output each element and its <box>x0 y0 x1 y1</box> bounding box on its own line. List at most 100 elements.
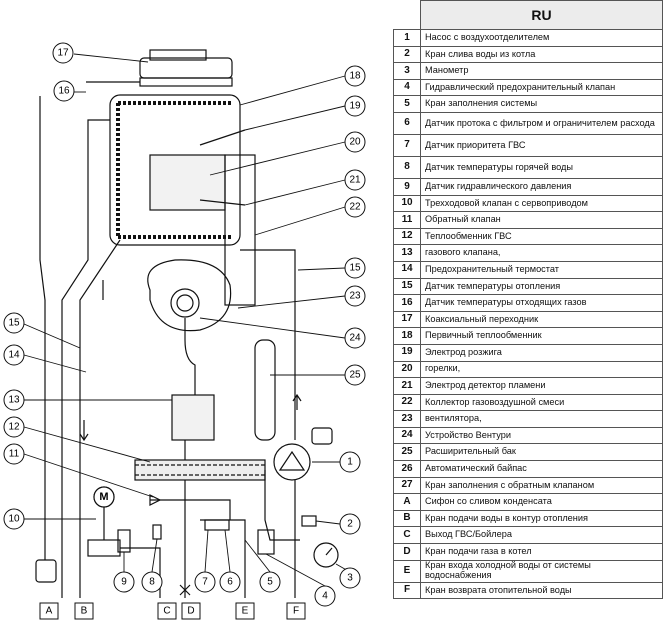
legend-header-blank <box>393 0 421 30</box>
svg-text:16: 16 <box>58 86 70 97</box>
legend-row-id: 19 <box>393 343 421 362</box>
svg-text:23: 23 <box>349 291 361 302</box>
legend-row-text: Автоматический байпас <box>420 460 663 478</box>
connection-a: A <box>39 602 59 620</box>
callout-14: 14 <box>3 344 25 366</box>
connection-f: F <box>286 602 306 620</box>
callout-markers: 17 16 18 19 20 21 22 15 23 2 4 15 14 25 1… <box>3 42 366 607</box>
legend-row-id: D <box>393 543 421 561</box>
svg-text:8: 8 <box>149 577 155 588</box>
svg-text:5: 5 <box>267 577 273 588</box>
callout-22: 22 <box>344 196 366 218</box>
legend-row-text: Датчик гидравлического давления <box>420 177 663 196</box>
svg-text:21: 21 <box>349 175 361 186</box>
leader-lines <box>23 53 351 587</box>
legend-row-id: 8 <box>393 155 421 179</box>
legend-row-text: Манометр <box>420 62 663 80</box>
legend-row-id: 11 <box>393 211 421 229</box>
legend-row-text: газового клапана, <box>420 244 663 262</box>
svg-text:B: B <box>81 606 88 617</box>
svg-text:20: 20 <box>349 137 361 148</box>
legend-row-text: Электрод розжига <box>420 343 663 362</box>
pump <box>273 443 311 481</box>
flow-sensor <box>204 519 230 531</box>
callout-11: 11 <box>3 443 25 465</box>
legend-row-text: Кран подачи воды в контур отопления <box>420 509 663 528</box>
callout-23: 23 <box>344 285 366 307</box>
legend-row-text: Теплообменник ГВС <box>420 227 663 246</box>
svg-text:2: 2 <box>347 519 353 530</box>
legend-row-id: B <box>393 509 421 528</box>
callout-7: 7 <box>194 571 216 593</box>
legend-row-id: E <box>393 559 421 583</box>
svg-text:14: 14 <box>8 350 20 361</box>
callout-3: 3 <box>339 567 361 589</box>
legend-row-text: Датчик температуры горячей воды <box>420 155 663 179</box>
legend-row-id: 14 <box>393 260 421 279</box>
legend-row-text: Предохранительный термостат <box>420 260 663 279</box>
callout-19: 19 <box>344 95 366 117</box>
callout-8: 8 <box>141 571 163 593</box>
svg-text:15: 15 <box>8 318 20 329</box>
condensate-siphon <box>35 559 57 583</box>
legend-row-id: 23 <box>393 410 421 428</box>
connection-labels: A B C D E F <box>39 602 306 620</box>
callout-18: 18 <box>344 65 366 87</box>
legend-row-text: Датчик температуры отопления <box>420 277 663 296</box>
legend-row-text: Насос с воздухоотделителем <box>420 29 663 47</box>
svg-text:15: 15 <box>349 263 361 274</box>
svg-text:7: 7 <box>202 577 208 588</box>
callout-15-right: 15 <box>344 257 366 279</box>
check-valve <box>149 494 162 506</box>
svg-text:E: E <box>242 606 249 617</box>
callout-4: 4 <box>314 585 336 607</box>
legend-row-text: горелки, <box>420 360 663 379</box>
legend-row-id: 21 <box>393 377 421 395</box>
legend-row-id: 4 <box>393 78 421 97</box>
svg-text:4: 4 <box>322 591 328 602</box>
legend-row-text: Обратный клапан <box>420 211 663 229</box>
legend-row-id: 2 <box>393 45 421 64</box>
legend-row-text: Датчик температуры отходящих газов <box>420 294 663 312</box>
callout-12: 12 <box>3 416 25 438</box>
callout-5: 5 <box>259 571 281 593</box>
legend-header-row: RU <box>393 0 663 30</box>
legend-row-id: 12 <box>393 227 421 246</box>
legend-row-id: 1 <box>393 29 421 47</box>
callout-17: 17 <box>52 42 74 64</box>
condensate-pipe <box>39 96 46 560</box>
gas-inlet-tap <box>179 584 191 596</box>
legend-row-id: C <box>393 526 421 545</box>
air-separator <box>311 427 333 445</box>
legend-row-text: Устройство Вентури <box>420 426 663 445</box>
svg-text:C: C <box>163 606 170 617</box>
callout-21: 21 <box>344 169 366 191</box>
dhw-temperature-sensor <box>152 524 162 540</box>
heating-return-right-pipe <box>240 249 296 440</box>
legend-row-id: 24 <box>393 426 421 445</box>
legend-row-id: 27 <box>393 476 421 495</box>
svg-text:13: 13 <box>8 395 20 406</box>
expansion-vessel <box>254 339 276 441</box>
svg-text:12: 12 <box>8 422 20 433</box>
svg-text:9: 9 <box>121 577 127 588</box>
callout-25: 25 <box>344 364 366 386</box>
legend-row-id: 16 <box>393 294 421 312</box>
svg-text:18: 18 <box>349 71 361 82</box>
manometer <box>313 542 339 568</box>
